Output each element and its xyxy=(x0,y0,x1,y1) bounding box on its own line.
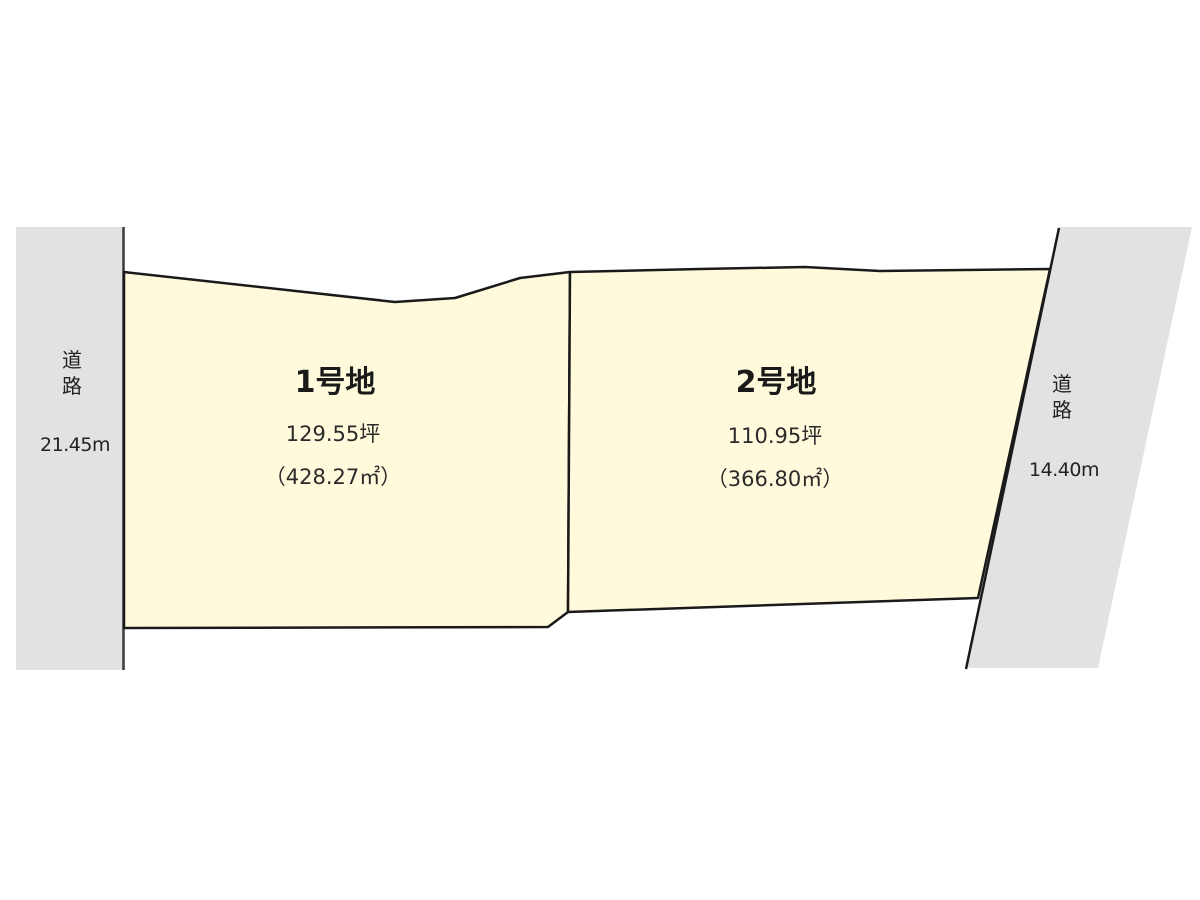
lot-1-title: 1号地 xyxy=(295,365,376,400)
lot-1-area[interactable] xyxy=(122,270,572,630)
lot-2-area-tsubo: 110.95坪 xyxy=(728,424,822,448)
lot-2[interactable]: 2号地 110.95坪 （366.80㎡） xyxy=(566,265,1052,614)
lot-2-area[interactable] xyxy=(566,265,1052,614)
road-left: 道 路 21.45m xyxy=(16,227,125,670)
lot-1[interactable]: 1号地 129.55坪 （428.27㎡） xyxy=(122,270,572,630)
lot-1-area-tsubo: 129.55坪 xyxy=(286,422,380,446)
road-right-width: 14.40m xyxy=(1029,459,1099,481)
road-left-width: 21.45m xyxy=(40,434,110,456)
road-left-label-1: 道 xyxy=(62,348,82,372)
road-right-label-1: 道 xyxy=(1052,372,1072,396)
lot-1-area-sqm: （428.27㎡） xyxy=(265,465,401,489)
road-right-area xyxy=(966,227,1192,668)
lot-2-area-sqm: （366.80㎡） xyxy=(707,467,843,491)
road-left-label-2: 路 xyxy=(62,374,82,398)
lot-2-title: 2号地 xyxy=(736,365,817,400)
road-right-label-2: 路 xyxy=(1052,398,1072,422)
road-left-area xyxy=(16,227,123,670)
